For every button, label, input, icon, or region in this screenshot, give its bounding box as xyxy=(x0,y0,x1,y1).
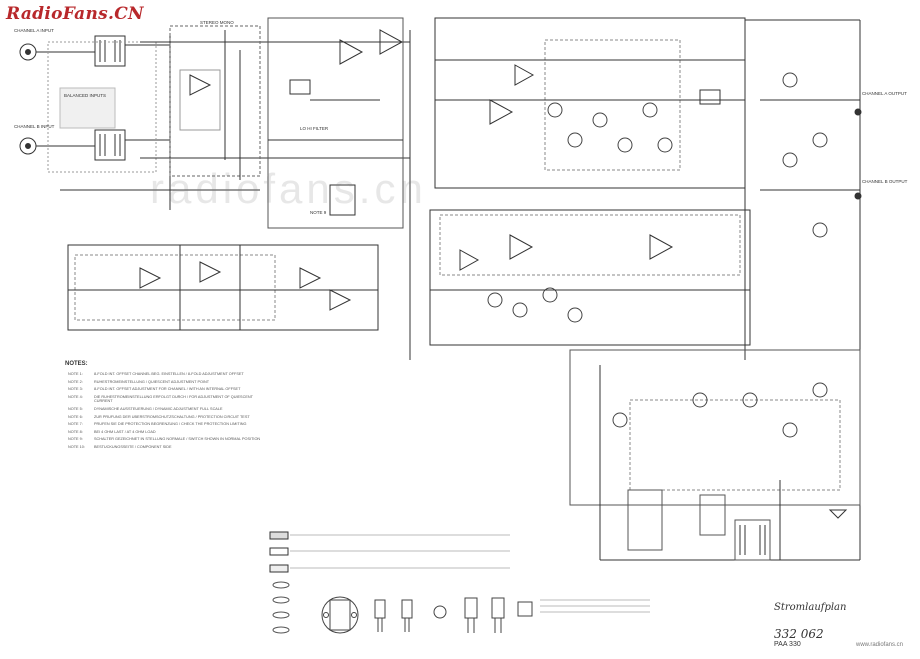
note-text: DIE RUHESTROMEINSTELLUNG ERFOLGT DURCH /… xyxy=(94,394,253,404)
note-item: NOTE 6: ZUR PRUFUNG DER UBERSTROMSCHUTZSC… xyxy=(68,415,263,420)
note-label: NOTE 2: xyxy=(68,379,83,384)
label-ch-b-input: CHANNEL B INPUT xyxy=(14,124,55,129)
note-text: 8-FOLD INT. OFFSET CHANNEL BEG. EINSTELL… xyxy=(94,372,244,376)
note-item: NOTE 5: DYNAMISCHE AUSSTEUERUNG / DYNAMIC… xyxy=(68,407,263,412)
note-text: BESTUCKUNGSSEITE / COMPONENT SIDE xyxy=(94,444,172,449)
title-block: Stromlaufplan 332 062 PAA 330 xyxy=(774,602,864,648)
note-text: SCHALTER GEZEICHNET IN STELLUNG NORMALE … xyxy=(94,437,261,442)
label-stereo-mono: STEREO MONO xyxy=(200,20,234,25)
label-balanced-inputs: BALANCED INPUTS xyxy=(64,93,106,98)
note-item: NOTE 8: BEI 4 OHM LAST / AT 4 OHM LOAD xyxy=(68,430,263,435)
label-ch-a-input: CHANNEL A INPUT xyxy=(14,28,54,33)
notes-list: NOTE 1: 8-FOLD INT. OFFSET CHANNEL BEG. E… xyxy=(68,372,263,453)
note-label: NOTE 4: xyxy=(68,394,83,399)
note-text: ZUR PRUFUNG DER UBERSTROMSCHUTZSCHALTUNG… xyxy=(94,414,250,419)
watermark: radiofans.cn xyxy=(150,165,427,212)
note-text: RUHESTROMEINSTELLUNG / QUIESCENT ADJUSTM… xyxy=(94,379,210,384)
note-label: NOTE 8: xyxy=(68,429,83,434)
label-ch-b-output: CHANNEL B OUTPUT xyxy=(862,179,908,184)
footer-url: www.radiofans.cn xyxy=(856,642,904,648)
note-label: NOTE 7: xyxy=(68,422,83,427)
note-item: NOTE 1: 8-FOLD INT. OFFSET CHANNEL BEG. E… xyxy=(68,372,263,377)
note-text: PRUFEN SIE DIE PROTECTION BEGRENZUNG / C… xyxy=(94,422,247,427)
note-item: NOTE 3: 8-FOLD INT. OFFSET ADJUSTMENT FOR… xyxy=(68,387,263,392)
note-label: NOTE 1: xyxy=(68,372,83,376)
note-text: 8-FOLD INT. OFFSET ADJUSTMENT FOR CHANNE… xyxy=(94,387,241,392)
note-label: NOTE 6: xyxy=(68,414,83,419)
note-label: NOTE 10: xyxy=(68,444,85,449)
note-item: NOTE 7: PRUFEN SIE DIE PROTECTION BEGRENZ… xyxy=(68,422,263,427)
note-label: NOTE 5: xyxy=(68,406,83,411)
note-item: NOTE 9: SCHALTER GEZEICHNET IN STELLUNG N… xyxy=(68,437,263,442)
note-label: NOTE 3: xyxy=(68,387,83,392)
note-item: NOTE 4: DIE RUHESTROMEINSTELLUNG ERFOLGT … xyxy=(68,395,263,404)
radiofans-logo: RadioFans.CN xyxy=(6,4,144,24)
notes-heading: NOTES: xyxy=(65,361,88,367)
note-text: DYNAMISCHE AUSSTEUERUNG / DYNAMIC ADJUST… xyxy=(94,406,223,411)
label-ch-a-output: CHANNEL A OUTPUT xyxy=(862,91,907,96)
note-text: BEI 4 OHM LAST / AT 4 OHM LOAD xyxy=(94,429,156,434)
model-number: PAA 330 xyxy=(774,641,801,648)
drawing-title: Stromlaufplan xyxy=(774,602,847,613)
note-label: NOTE 9: xyxy=(68,437,83,442)
drawing-number: 332 062 xyxy=(774,627,824,641)
note-item: NOTE 2: RUHESTROMEINSTELLUNG / QUIESCENT … xyxy=(68,380,263,385)
label-note-9: NOTE 9 xyxy=(310,210,327,215)
input-stage-a xyxy=(19,35,170,161)
label-lo-hi-filter: LO HI FILTER xyxy=(300,126,329,131)
note-item: NOTE 10: BESTUCKUNGSSEITE / COMPONENT SID… xyxy=(68,445,263,450)
